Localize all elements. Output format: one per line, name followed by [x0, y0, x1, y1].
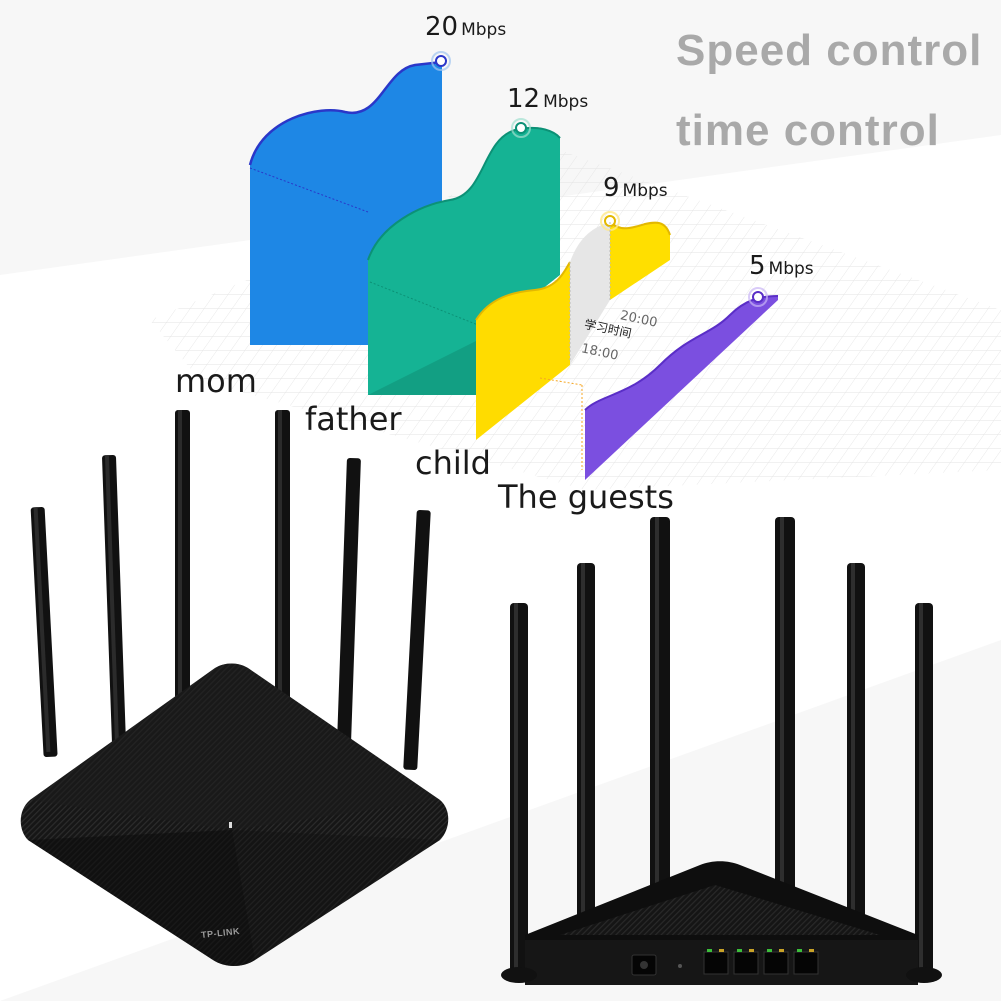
router-rear: [501, 517, 942, 985]
user-label-father: father: [305, 400, 402, 438]
speed-value: 20: [425, 12, 459, 42]
user-label-mom: mom: [175, 362, 257, 400]
speed-value: 12: [507, 84, 541, 114]
router-front: [20, 410, 449, 966]
speed-unit: Mbps: [622, 181, 668, 201]
user-label-guests: The guests: [498, 478, 674, 516]
speed-value: 5: [749, 251, 766, 281]
bar-guests: [581, 287, 779, 480]
speed-unit: Mbps: [543, 92, 589, 112]
bar-child: [475, 211, 671, 440]
headline-time-control: time control: [676, 106, 940, 155]
speed-unit: Mbps: [768, 259, 814, 279]
bar-father: [367, 118, 561, 395]
speed-value: 9: [603, 173, 620, 203]
speed-unit: Mbps: [461, 20, 507, 40]
headline-speed-control: Speed control: [676, 26, 983, 75]
user-label-child: child: [415, 444, 491, 482]
